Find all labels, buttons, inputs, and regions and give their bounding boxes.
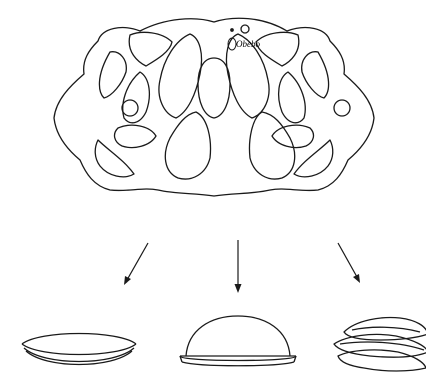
flat-disc-top	[22, 334, 136, 345]
flat-disc-edge	[26, 351, 132, 365]
circle-side-right	[334, 100, 350, 116]
circle-top	[241, 25, 249, 33]
hole-upper-center	[198, 58, 230, 118]
flat-disc	[22, 334, 136, 365]
brand-logo-text: Obebo	[236, 39, 260, 49]
dome	[180, 316, 296, 366]
dot-top	[231, 29, 233, 31]
petal-upper-inner	[352, 327, 420, 332]
hole-top-left-b	[99, 52, 126, 98]
hole-lower-right-edge	[294, 140, 333, 177]
brand-logo: Obebo	[228, 38, 260, 50]
arrows	[124, 240, 360, 293]
hole-upper-left	[159, 34, 202, 118]
hole-top-right-b	[302, 52, 329, 98]
hole-lower-left-outer	[115, 125, 156, 147]
flat-disc-rim	[22, 344, 136, 355]
circle-side-left	[122, 100, 138, 116]
hole-lower-left	[165, 112, 210, 179]
hole-side-right	[279, 72, 306, 123]
frame-template	[54, 18, 374, 196]
arrow-right	[338, 243, 360, 283]
dome-top	[186, 316, 290, 356]
arrow-center	[235, 240, 242, 293]
petal-middle-inner	[340, 342, 424, 350]
folded-petals	[334, 318, 426, 371]
hole-lower-left-edge	[95, 140, 134, 177]
dome-base-bottom	[182, 362, 294, 366]
arrow-left	[124, 243, 148, 285]
hole-lower-right	[250, 112, 295, 179]
dome-base	[180, 356, 296, 361]
frame-outline	[54, 18, 374, 196]
